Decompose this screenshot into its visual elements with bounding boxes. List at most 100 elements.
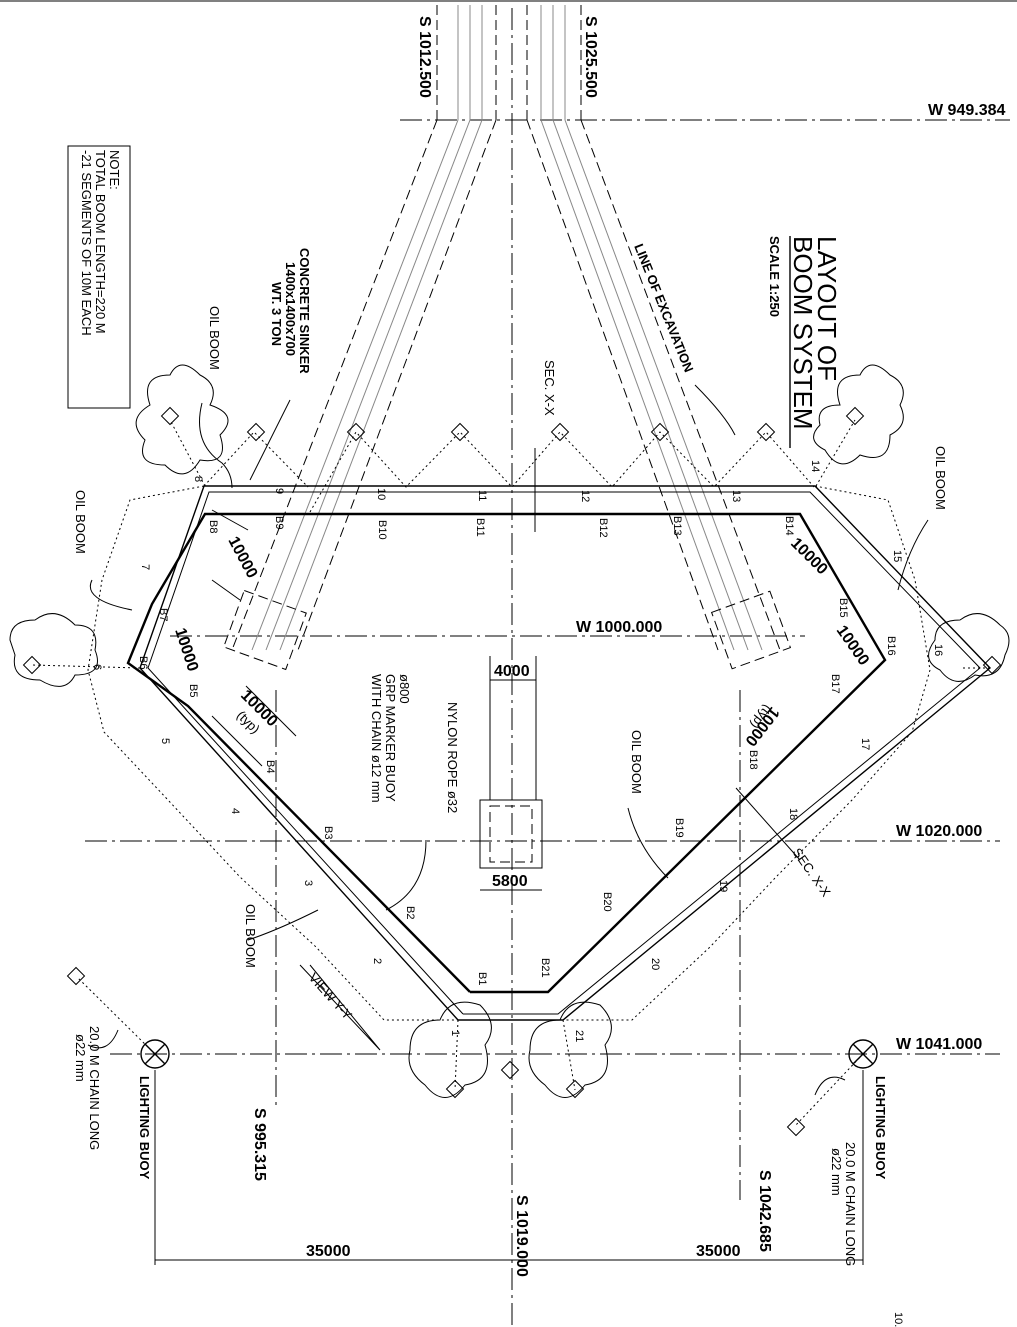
note-line-2: TOTAL BOOM LENGTH=220 M xyxy=(93,150,108,334)
node-number-20: 20 xyxy=(649,958,661,970)
grid-lines xyxy=(85,8,1010,1325)
boom-label-b1: B1 xyxy=(476,972,488,985)
boom-label-b21: B21 xyxy=(539,958,551,978)
dim-10000-a: 10000 xyxy=(224,534,260,581)
node-number-18: 18 xyxy=(787,808,799,820)
dim-35000-right: 35000 xyxy=(696,1243,741,1260)
node-number-6: 6 xyxy=(91,664,103,670)
dim-35000-left: 35000 xyxy=(306,1243,351,1260)
leader-lines xyxy=(87,384,929,1096)
sinker-label-3: WT. 3 TON xyxy=(269,282,284,346)
grid-label-w1020: W 1020.000 xyxy=(896,823,982,840)
view-label: VIEW Y-Y xyxy=(306,970,356,1023)
sinker-label-2: 1400x1400x700 xyxy=(283,262,298,356)
oil-boom-label-top-left: OIL BOOM xyxy=(207,306,222,370)
title-block: LAYOUT OF BOOM SYSTEM SCALE 1:250 xyxy=(767,236,842,448)
dim-5800: 5800 xyxy=(492,873,528,890)
node-number-14: 14 xyxy=(809,460,821,472)
grid-label-s1042: S 1042.685 xyxy=(756,1170,773,1252)
node-number-17: 17 xyxy=(859,738,871,750)
node-number-21: 21 xyxy=(573,1030,585,1042)
corner-mark: 10. xyxy=(892,1312,904,1327)
title-line-1: LAYOUT OF xyxy=(812,236,842,381)
oil-boom-label-bottom: OIL BOOM xyxy=(243,904,258,968)
grid-label-s1012: S 1012.500 xyxy=(416,16,433,98)
node-number-13: 13 xyxy=(730,490,742,502)
section-label-right: SEC. X-X xyxy=(790,845,834,899)
boom-label-b4: B4 xyxy=(264,760,276,773)
boom-label-b14: B14 xyxy=(783,516,795,536)
oil-boom-label-left: OIL BOOM xyxy=(73,490,88,554)
boom-label-b15: B15 xyxy=(837,598,849,618)
boom-label-b13: B13 xyxy=(671,516,683,536)
node-numbers: 1 2 3 4 5 6 7 8 9 10 11 12 13 14 15 16 1… xyxy=(91,460,944,1042)
boom-inner-line xyxy=(126,512,887,994)
node-number-12: 12 xyxy=(579,490,591,502)
node-number-1: 1 xyxy=(449,1030,461,1036)
oil-slick-shapes xyxy=(9,364,1010,1098)
grid-label-w1041: W 1041.000 xyxy=(896,1036,982,1053)
mooring-lines xyxy=(31,419,990,1127)
grid-label-s995: S 995.315 xyxy=(251,1108,268,1181)
chain-label-right-1: 20.0 M CHAIN LONG xyxy=(843,1142,858,1266)
lighting-buoy-symbols xyxy=(140,1039,878,1069)
node-number-16: 16 xyxy=(932,644,944,656)
dim-4000: 4000 xyxy=(494,663,530,680)
grid-label-s1025: S 1025.500 xyxy=(582,16,599,98)
boom-label-b6: B6 xyxy=(137,656,149,669)
dim-10000-b: 10000 xyxy=(171,626,201,674)
node-number-3: 3 xyxy=(302,880,314,886)
anchor-markers xyxy=(22,406,1002,1137)
boom-label-b19: B19 xyxy=(673,818,685,838)
grid-label-s1019: S 1019.000 xyxy=(513,1195,530,1277)
boom-label-b3: B3 xyxy=(322,826,334,839)
chain-label-right-2: ø22 mm xyxy=(829,1148,844,1196)
grid-labels: S 1012.500 S 1025.500 W 949.384 W 1000.0… xyxy=(251,16,1005,1277)
marker-buoy-2: GRP MARKER BUOY xyxy=(383,674,398,802)
node-number-7: 7 xyxy=(139,564,151,570)
node-number-9: 9 xyxy=(273,488,285,494)
boom-labels: B1 B2 B3 B4 B5 B6 B7 B8 B9 B10 B11 B12 B… xyxy=(137,516,897,985)
lighting-buoy-label-left: LIGHTING BUOY xyxy=(137,1076,152,1180)
note-block: NOTE: TOTAL BOOM LENGTH=220 M -21 SEGMEN… xyxy=(67,145,131,409)
oil-boom-label-mid: OIL BOOM xyxy=(629,730,644,794)
node-number-10: 10 xyxy=(375,488,387,500)
node-number-2: 2 xyxy=(371,958,383,964)
title-line-2: BOOM SYSTEM xyxy=(788,236,818,430)
nylon-rope-label: NYLON ROPE ø32 xyxy=(445,702,460,813)
excavation-label: LINE OF EXCAVATION xyxy=(631,242,696,375)
node-number-11: 11 xyxy=(476,490,488,501)
grid-label-w949: W 949.384 xyxy=(928,102,1005,119)
node-number-4: 4 xyxy=(229,808,241,814)
sinker-label-1: CONCRETE SINKER xyxy=(297,248,312,374)
section-label-top: SEC. X-X xyxy=(542,360,557,416)
boom-label-b10: B10 xyxy=(376,520,388,540)
chain-label-left-1: 20.0 M CHAIN LONG xyxy=(87,1026,102,1150)
node-number-15: 15 xyxy=(891,550,903,562)
excavation-lines xyxy=(223,5,792,891)
boom-label-b11: B11 xyxy=(474,518,486,537)
marker-buoy-3: WITH CHAIN ø12 mm xyxy=(369,674,384,803)
node-number-8: 8 xyxy=(192,476,204,482)
node-number-19: 19 xyxy=(717,880,729,892)
grid-label-w1000: W 1000.000 xyxy=(576,619,662,636)
dimension-lines xyxy=(154,448,864,1265)
boom-label-b20: B20 xyxy=(601,892,613,912)
boom-outer-ring xyxy=(139,485,992,1021)
boom-label-b9: B9 xyxy=(273,516,285,529)
boom-label-b2: B2 xyxy=(404,906,416,919)
boom-label-b12: B12 xyxy=(597,518,609,538)
boom-label-b18: B18 xyxy=(747,750,759,770)
lighting-buoy-label-right: LIGHTING BUOY xyxy=(873,1076,888,1180)
node-number-5: 5 xyxy=(159,738,171,744)
boom-label-b17: B17 xyxy=(829,674,841,694)
boom-label-b7: B7 xyxy=(157,608,169,621)
title-scale: SCALE 1:250 xyxy=(767,236,782,317)
note-line-3: -21 SEGMENTS OF 10M EACH xyxy=(79,150,94,336)
boom-label-b8: B8 xyxy=(207,520,219,533)
oil-boom-label-right: OIL BOOM xyxy=(933,446,948,510)
boom-label-b16: B16 xyxy=(885,636,897,656)
chain-label-left-2: ø22 mm xyxy=(73,1034,88,1082)
dimension-labels: 10000 10000 10000 (typ) 10000 10000 1000… xyxy=(171,534,872,1260)
